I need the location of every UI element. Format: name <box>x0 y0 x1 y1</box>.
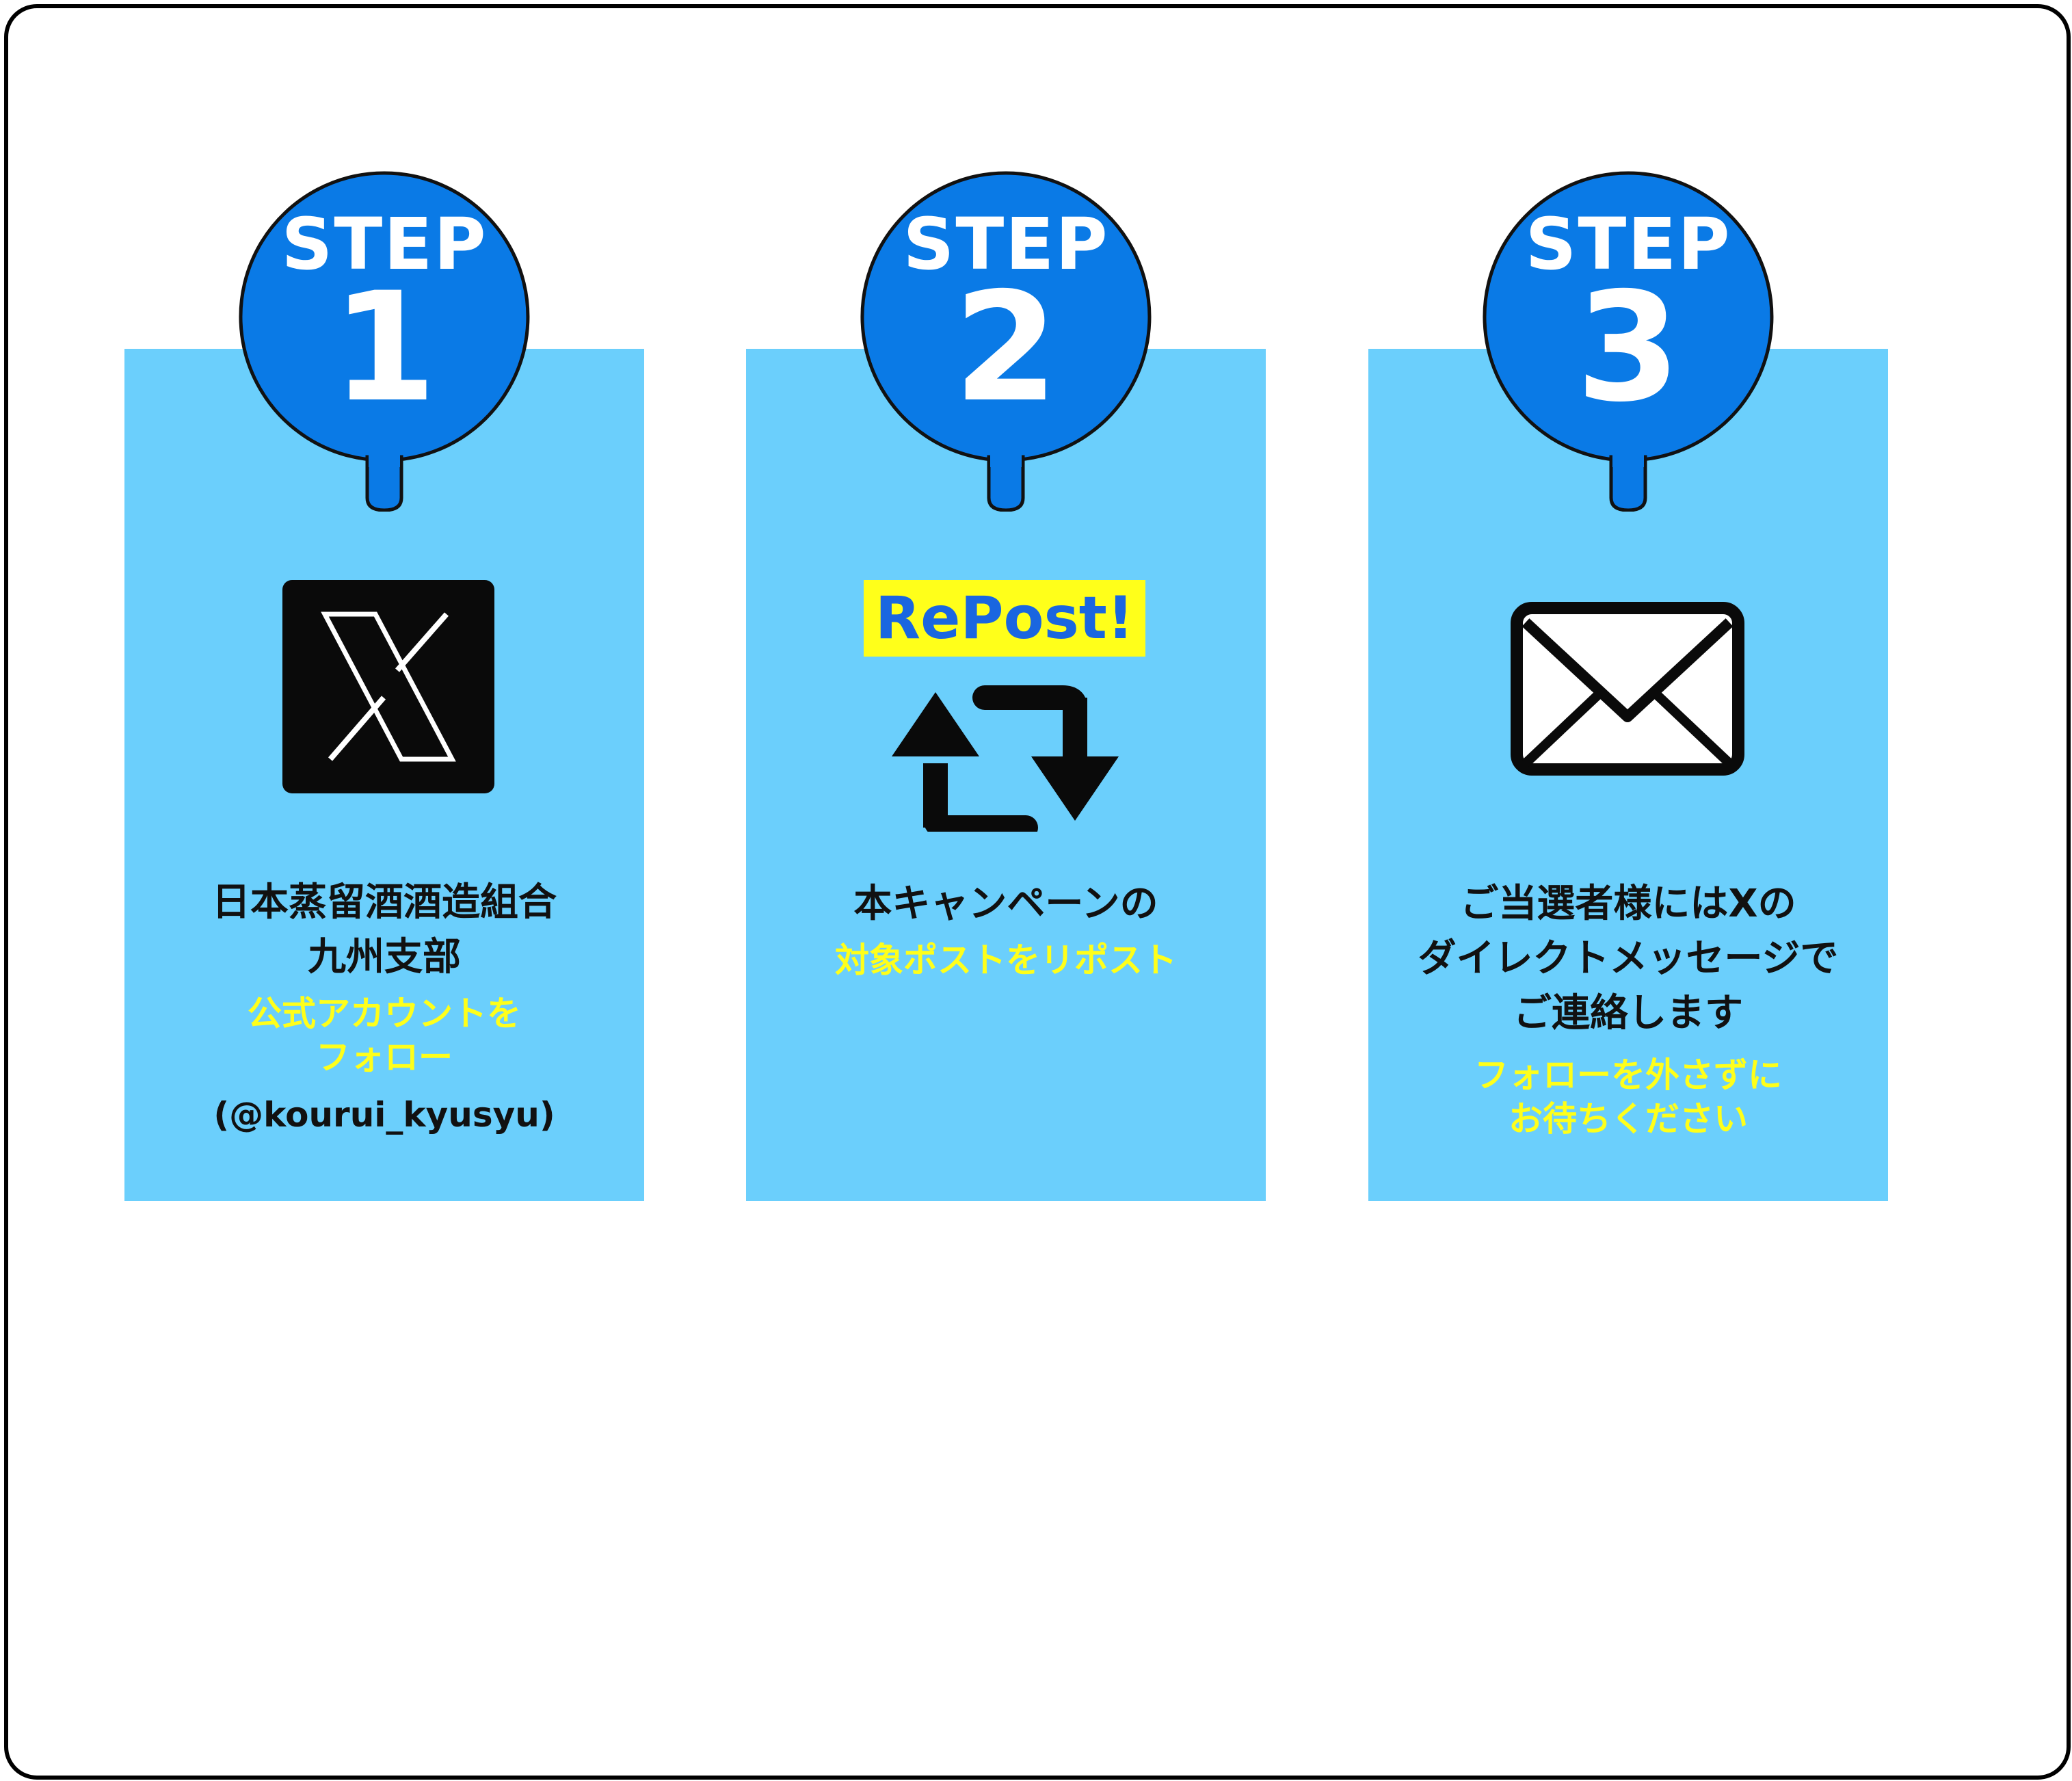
step-3-label: STEP <box>1525 202 1731 286</box>
step-1-label: STEP <box>281 202 488 286</box>
step-1-handle: (@kourui_kyusyu) <box>213 1095 555 1135</box>
step-3-number: 3 <box>1576 260 1681 435</box>
step-1-highlight-2: フォロー <box>316 1038 453 1077</box>
step-2-highlight-1: 対象ポストをリポスト <box>835 940 1177 980</box>
x-logo-icon <box>282 580 494 793</box>
step-1-badge: STEP 1 <box>237 170 531 512</box>
step-3-badge: STEP 3 <box>1481 170 1775 512</box>
step-1-number: 1 <box>332 260 437 435</box>
step-3-line-1: ご当選者様にはXの <box>1460 882 1796 926</box>
step-2-number: 2 <box>953 260 1059 435</box>
step-3-line-3: ご連絡します <box>1513 991 1743 1035</box>
step-3-highlight-1: フォローを外さずに <box>1474 1055 1782 1095</box>
step-3-line-2: ダイレクトメッセージで <box>1418 936 1839 981</box>
step-2-label: STEP <box>903 202 1109 286</box>
step-2-line-1: 本キャンペーンの <box>853 882 1158 926</box>
step-1-highlight-1: 公式アカウントを <box>248 994 521 1033</box>
step-3-highlight-2: お待ちください <box>1509 1099 1748 1139</box>
repost-icon <box>889 681 1121 840</box>
repost-badge: RePost! <box>864 580 1145 657</box>
step-1-line-2: 九州支部 <box>308 935 461 979</box>
step-1-line-1: 日本蒸留酒酒造組合 <box>212 880 557 925</box>
envelope-icon <box>1511 602 1744 776</box>
step-2-badge: STEP 2 <box>859 170 1153 512</box>
